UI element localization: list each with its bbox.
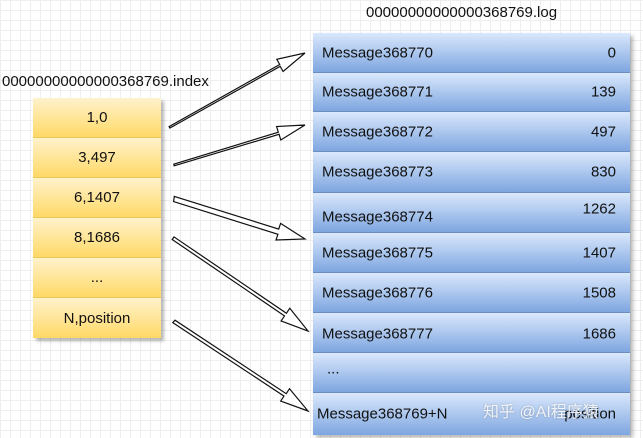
log-position: 1407	[582, 244, 616, 261]
log-message: Message368775	[322, 244, 433, 261]
log-message: ...	[327, 360, 340, 378]
log-message: Message368769+N	[317, 405, 448, 423]
index-file-table: 1,0 3,497 6,1407 8,1686 ... N,position	[33, 98, 161, 338]
index-entry: 6,1407	[33, 178, 161, 218]
log-file-title: 00000000000000368769.log	[366, 4, 558, 21]
log-row: Message368769+N position	[313, 393, 630, 435]
watermark-text: 知乎 @AI程序猿	[483, 404, 599, 421]
log-message: Message368772	[322, 123, 433, 140]
index-entry: 1,0	[33, 98, 161, 138]
index-entry: 3,497	[33, 138, 161, 178]
log-position: 0	[607, 44, 616, 61]
log-position: 1262	[582, 200, 616, 218]
arrow-entry-4	[171, 236, 310, 333]
log-row: Message368774 1262	[313, 193, 630, 233]
log-position: 139	[590, 83, 616, 101]
log-position: 497	[590, 123, 616, 140]
log-row: Message368770 0	[313, 33, 630, 73]
log-position: 1508	[582, 284, 616, 301]
log-row: Message368777 1686	[313, 313, 630, 353]
log-row: Message368773 830	[313, 152, 630, 193]
log-position: 1686	[582, 325, 616, 343]
log-row: Message368771 139	[313, 73, 630, 112]
log-row: ...	[313, 353, 630, 393]
index-entry: ...	[33, 258, 161, 298]
index-file-title: 00000000000000368769.index	[2, 73, 209, 90]
log-position: position	[564, 405, 616, 423]
arrow-entry-2	[173, 124, 306, 167]
log-message: Message368771	[322, 83, 433, 101]
arrow-entry-3	[172, 195, 307, 241]
index-entry: N,position	[33, 298, 161, 338]
log-message: Message368776	[322, 284, 433, 301]
log-message: Message368773	[322, 163, 433, 181]
log-message: Message368777	[322, 325, 433, 343]
arrow-entry-1	[168, 52, 306, 129]
log-file-table: Message368770 0 Message368771 139 Messag…	[313, 33, 630, 435]
log-row: Message368772 497	[313, 112, 630, 152]
log-position: 830	[590, 163, 616, 181]
index-entry: 8,1686	[33, 218, 161, 258]
log-row: Message368775 1407	[313, 233, 630, 273]
log-message: Message368770	[322, 44, 433, 61]
log-message: Message368774	[322, 208, 433, 226]
log-row: Message368776 1508	[313, 273, 630, 313]
arrow-entry-n	[171, 319, 310, 413]
